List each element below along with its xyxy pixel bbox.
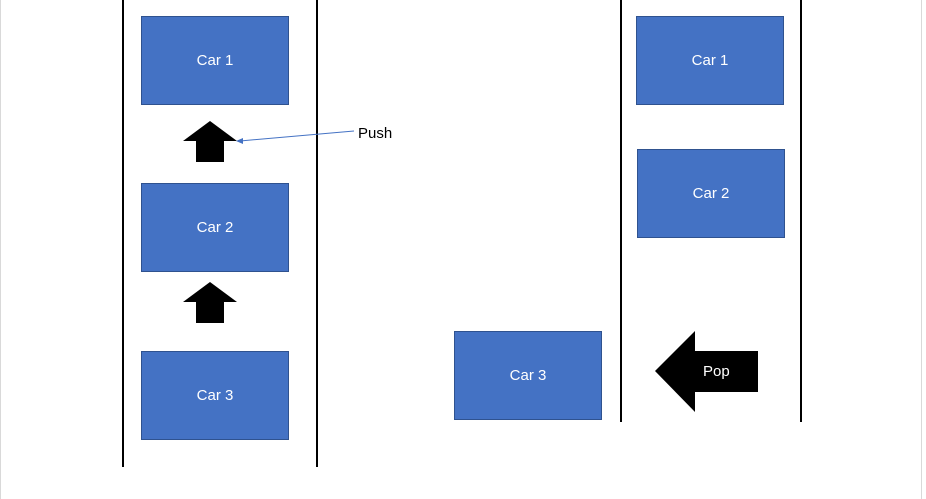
push-up-arrow-bottom xyxy=(183,282,237,323)
left-stack-left-wall xyxy=(122,0,124,467)
left-car-1-label: Car 1 xyxy=(196,52,234,69)
left-car-3-label: Car 3 xyxy=(196,387,234,404)
popped-car-3-label: Car 3 xyxy=(509,367,547,384)
pop-label: Pop xyxy=(703,363,730,380)
left-car-2-label: Car 2 xyxy=(196,219,234,236)
push-label: Push xyxy=(358,125,393,142)
right-stack-left-wall xyxy=(620,0,622,422)
right-stack-right-wall xyxy=(800,0,802,422)
right-car-2: Car 2 xyxy=(637,149,785,238)
push-callout-line xyxy=(236,130,355,144)
left-car-1: Car 1 xyxy=(141,16,289,105)
page-right-edge xyxy=(921,0,922,499)
push-up-arrow-top xyxy=(183,121,237,162)
left-stack-right-wall xyxy=(316,0,318,467)
left-car-2: Car 2 xyxy=(141,183,289,272)
pop-left-arrow xyxy=(655,331,758,412)
page-left-edge xyxy=(0,0,1,499)
popped-car-3: Car 3 xyxy=(454,331,602,420)
right-car-1: Car 1 xyxy=(636,16,784,105)
right-car-1-label: Car 1 xyxy=(691,52,729,69)
left-car-3: Car 3 xyxy=(141,351,289,440)
right-car-2-label: Car 2 xyxy=(692,185,730,202)
